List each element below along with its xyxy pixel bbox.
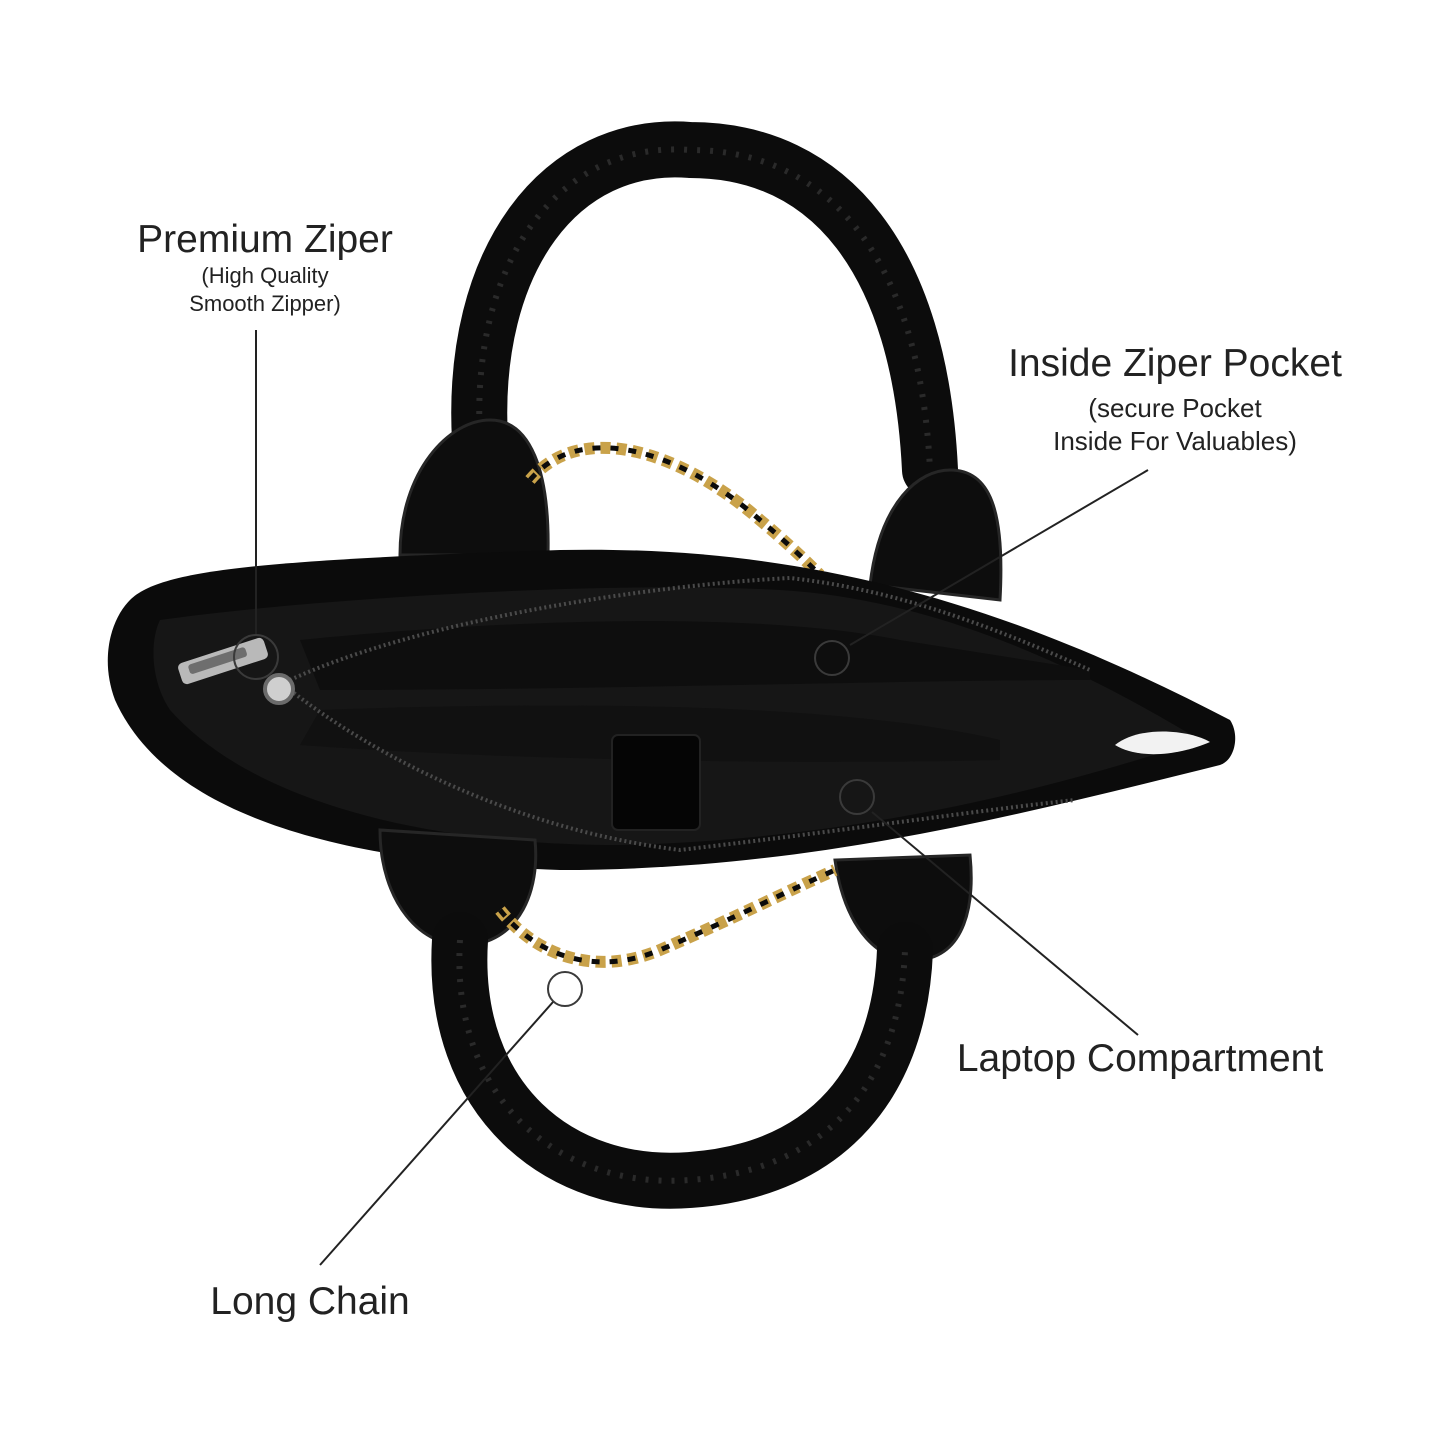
callout-subtitle: (secure Pocket Inside For Valuables) — [1053, 393, 1297, 456]
callout-pocket — [814, 469, 1149, 676]
back-handle-tab-left — [398, 418, 550, 557]
callout-marker — [839, 779, 875, 815]
back-handle — [451, 121, 958, 498]
front-handle — [431, 912, 933, 1209]
zipper-pull-icon — [178, 637, 295, 705]
callout-zipper — [233, 330, 279, 680]
callout-label-inside-pocket: Inside Ziper Pocket (secure Pocket Insid… — [970, 342, 1380, 458]
callout-label-premium-zipper: Premium Ziper (High Quality Smooth Zippe… — [120, 218, 410, 318]
callout-title: Laptop Compartment — [956, 1037, 1324, 1080]
callout-marker — [814, 640, 850, 676]
callout-label-laptop: Laptop Compartment — [940, 1037, 1340, 1081]
callout-subtitle: (High Quality Smooth Zipper) — [189, 263, 341, 316]
bottom-zipper-track — [288, 688, 1076, 853]
laptop-strap — [611, 734, 701, 831]
back-handle-tab-right — [868, 468, 1003, 602]
callout-title: Premium Ziper — [137, 218, 393, 261]
callout-label-chain: Long Chain — [190, 1280, 430, 1324]
callout-marker — [233, 634, 279, 680]
back-chain — [525, 441, 825, 580]
callout-chain — [319, 971, 583, 1266]
callout-marker — [547, 971, 583, 1007]
callout-laptop — [839, 779, 1139, 1036]
callout-title: Inside Ziper Pocket — [1008, 342, 1342, 385]
callout-title: Long Chain — [210, 1280, 410, 1323]
